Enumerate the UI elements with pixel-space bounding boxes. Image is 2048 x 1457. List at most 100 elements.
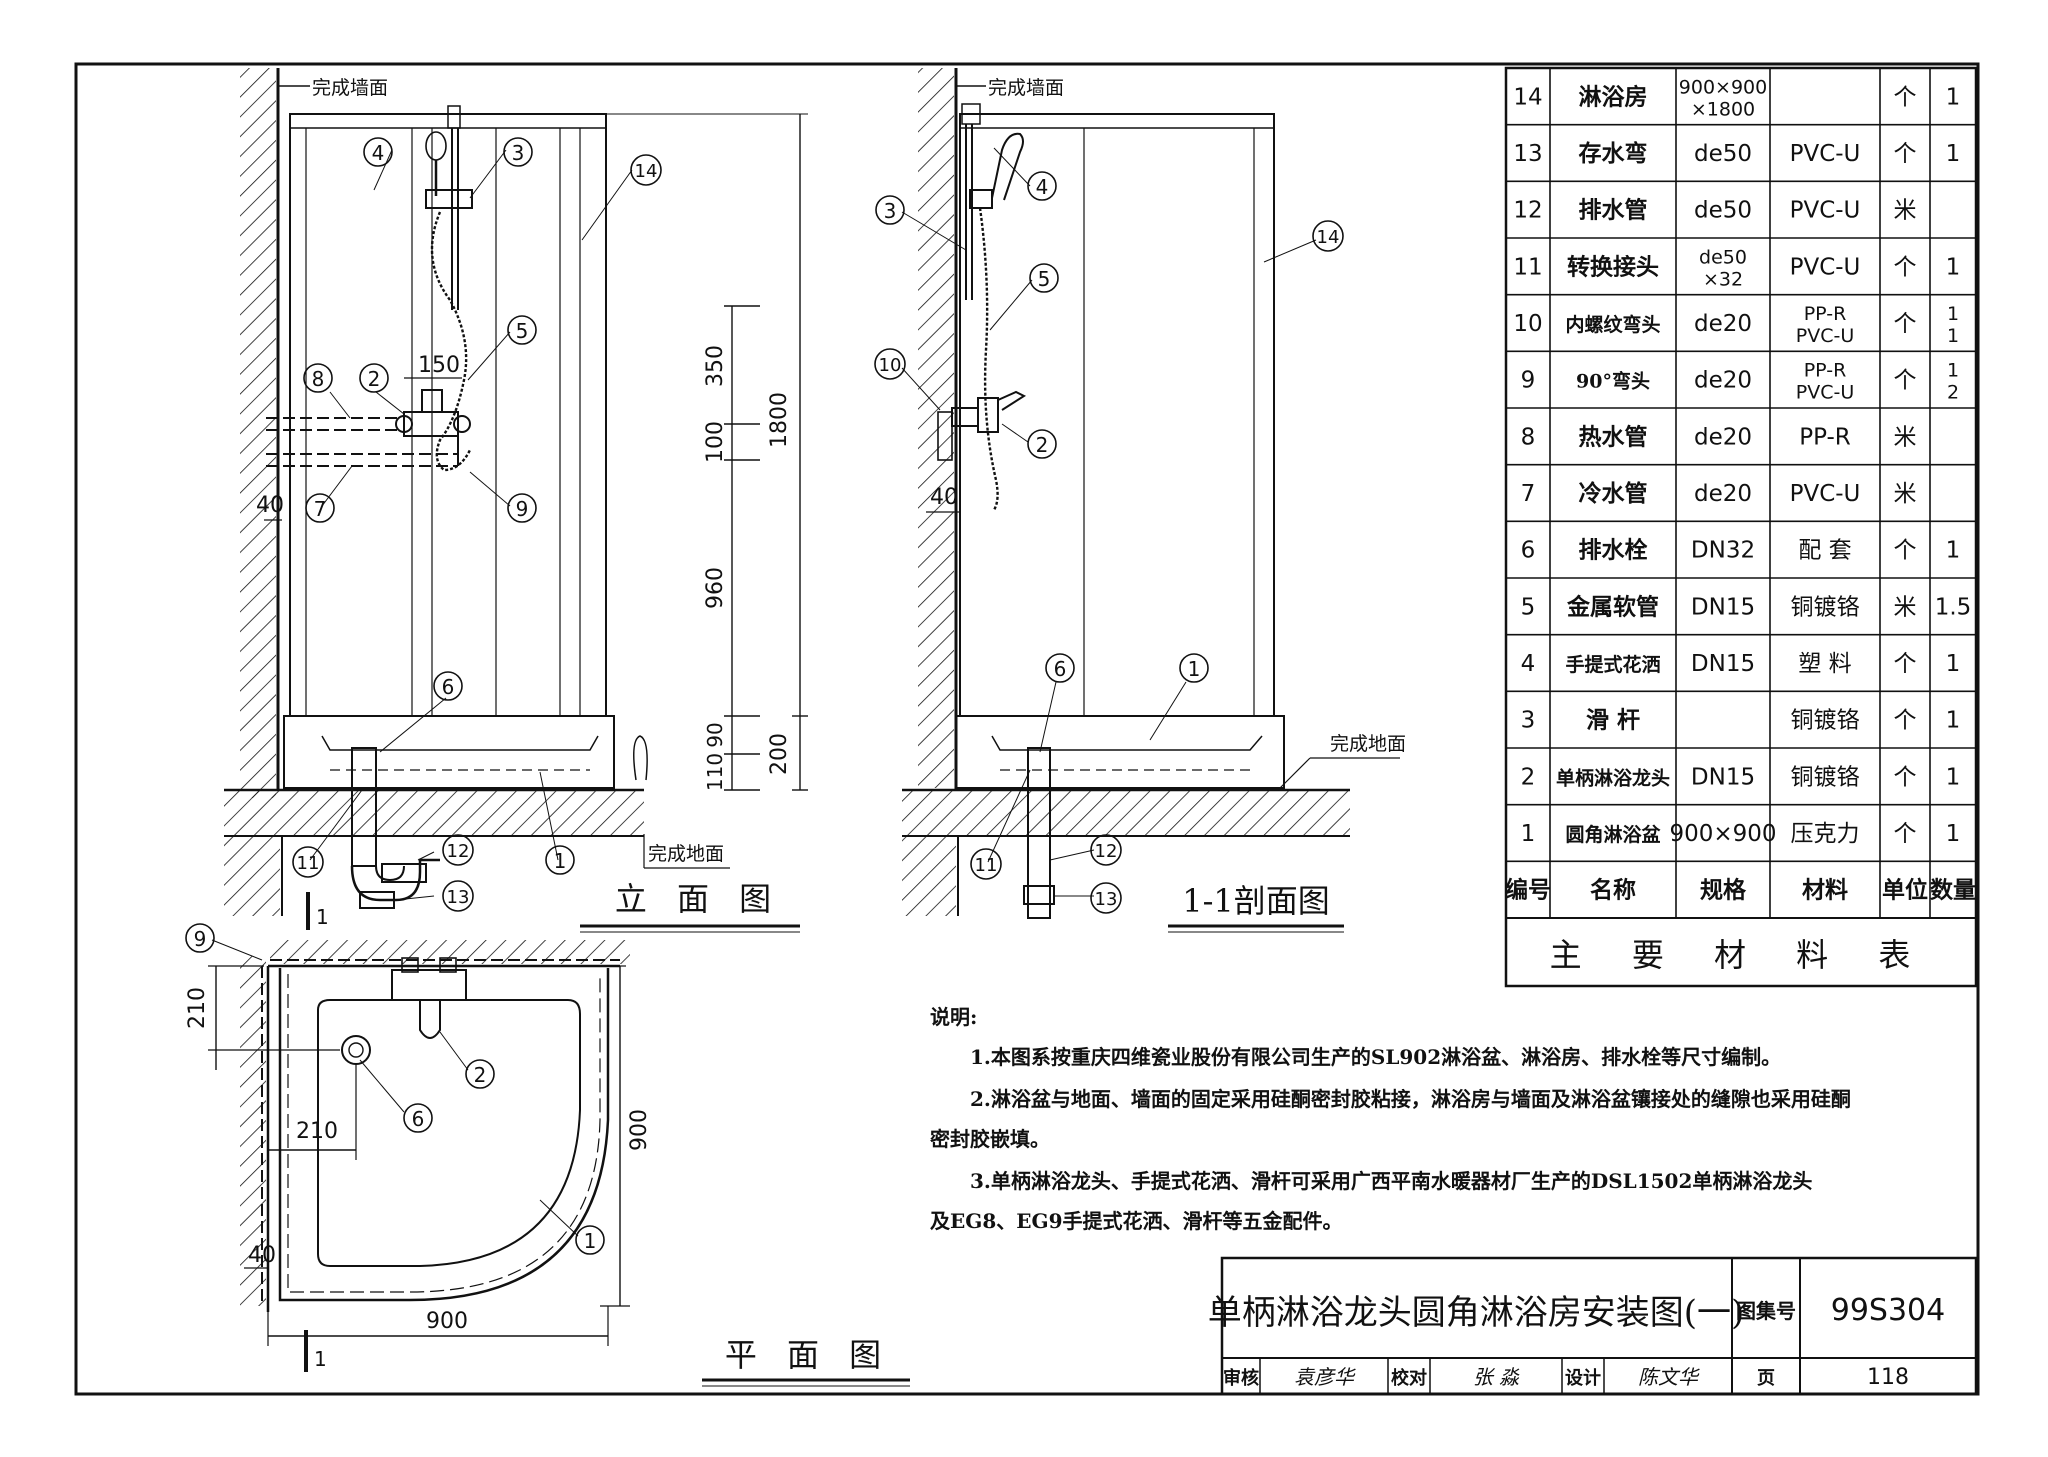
table-cell-r7-c3: PVC-U xyxy=(1790,481,1861,507)
dim-900-horizontal: 900 xyxy=(426,1309,468,1334)
table-header-cell: 规格 xyxy=(1700,877,1747,904)
table-cell-r5-c5: 2 xyxy=(1947,382,1959,404)
svg-text:10: 10 xyxy=(879,355,902,376)
table-cell-r0-c2: 900×900 xyxy=(1679,76,1767,98)
table-cell-r4-c1: 内螺纹弯头 xyxy=(1565,313,1660,336)
table-cell-r13-c0: 1 xyxy=(1521,821,1536,847)
table-cell-r6-c4: 米 xyxy=(1894,424,1917,450)
callout-12-elev: 12 xyxy=(442,834,474,866)
dim-1800: 1800 xyxy=(767,392,792,448)
table-cell-r1-c2: de50 xyxy=(1694,141,1752,167)
table-cell-r4-c3: PVC-U xyxy=(1796,325,1854,347)
note-2a: 2.淋浴盆与地面、墙面的固定采用硅酮密封胶粘接，淋浴房与墙面及淋浴盆镶接处的缝隙… xyxy=(970,1087,1851,1111)
table-cell-r9-c5: 1.5 xyxy=(1935,594,1972,620)
table-cell-r11-c3: 铜镀铬 xyxy=(1791,708,1860,734)
table-cell-r10-c5: 1 xyxy=(1946,651,1961,677)
page-number: 118 xyxy=(1867,1365,1909,1390)
finished-floor-label-sec: 完成地面 xyxy=(1330,733,1406,755)
dim-90: 90 xyxy=(703,722,727,747)
table-cell-r10-c1: 手提式花洒 xyxy=(1565,653,1660,676)
table-cell-r5-c5: 1 xyxy=(1947,360,1959,382)
dim-150: 150 xyxy=(418,353,460,378)
svg-text:11: 11 xyxy=(297,853,320,874)
table-cell-r12-c4: 个 xyxy=(1894,764,1917,790)
table-cell-r12-c5: 1 xyxy=(1946,764,1961,790)
svg-text:12: 12 xyxy=(1095,841,1118,862)
callout-9-plan: 9 xyxy=(185,923,215,953)
svg-text:1: 1 xyxy=(1188,657,1201,681)
callout-2-elev: 2 xyxy=(359,363,389,393)
callout-9-elev: 9 xyxy=(507,493,537,523)
svg-text:13: 13 xyxy=(447,887,470,908)
table-cell-r4-c2: de20 xyxy=(1694,311,1752,337)
svg-text:4: 4 xyxy=(1036,175,1049,199)
svg-text:14: 14 xyxy=(635,161,658,182)
callout-2-sec: 2 xyxy=(1027,429,1057,459)
sheet-border xyxy=(74,62,1980,1396)
callout-3-elev: 3 xyxy=(503,137,533,167)
table-cell-r7-c0: 7 xyxy=(1521,481,1536,507)
callout-6-sec: 6 xyxy=(1045,653,1075,683)
callout-13-sec: 13 xyxy=(1090,882,1122,914)
svg-text:4: 4 xyxy=(372,141,385,165)
material-table-title: 主 要 材 料 表 xyxy=(1550,936,1931,974)
plan-title: 平 面 图 xyxy=(725,1336,891,1374)
svg-text:2: 2 xyxy=(1036,433,1049,457)
check-label: 校对 xyxy=(1391,1367,1427,1389)
callout-4-sec: 4 xyxy=(1027,171,1057,201)
note-2b: 密封胶嵌填。 xyxy=(930,1127,1050,1151)
callout-13-elev: 13 xyxy=(442,880,474,912)
svg-text:1: 1 xyxy=(554,849,567,873)
callout-5-elev: 5 xyxy=(507,315,537,345)
table-cell-r6-c3: PP-R xyxy=(1799,424,1851,450)
table-cell-r3-c5: 1 xyxy=(1946,254,1961,280)
table-cell-r7-c1: 冷水管 xyxy=(1579,480,1648,507)
table-cell-r5-c2: de20 xyxy=(1694,368,1752,394)
svg-text:6: 6 xyxy=(1054,657,1067,681)
review-signature: 袁彦华 xyxy=(1294,1365,1356,1389)
table-cell-r0-c2: ×1800 xyxy=(1691,98,1755,120)
svg-text:7: 7 xyxy=(314,497,327,521)
section-mark-top: 1 xyxy=(316,905,329,929)
table-header-cell: 材料 xyxy=(1802,877,1848,904)
elevation-title: 立 面 图 xyxy=(615,880,781,918)
dim-110: 110 xyxy=(703,753,727,791)
finished-wall-label: 完成墙面 xyxy=(312,77,388,99)
review-label: 审核 xyxy=(1223,1367,1259,1389)
callout-11-elev: 11 xyxy=(292,846,324,878)
table-cell-r12-c0: 2 xyxy=(1521,764,1536,790)
dim-210-horizontal: 210 xyxy=(296,1119,338,1144)
table-cell-r12-c1: 单柄淋浴龙头 xyxy=(1556,766,1670,789)
notes-heading: 说明: xyxy=(930,1005,977,1029)
table-cell-r4-c5: 1 xyxy=(1947,303,1959,325)
table-cell-r13-c3: 压克力 xyxy=(1791,821,1860,847)
callout-6-elev: 6 xyxy=(433,671,463,701)
table-cell-r0-c0: 14 xyxy=(1513,84,1542,110)
svg-text:6: 6 xyxy=(412,1107,425,1131)
callout-12-sec: 12 xyxy=(1090,834,1122,866)
svg-text:3: 3 xyxy=(884,199,897,223)
table-header-cell: 单位 xyxy=(1882,877,1928,904)
title-block: 单柄淋浴龙头圆角淋浴房安装图(一) 图集号 99S304 审核 袁彦华 校对 张… xyxy=(1208,1256,1978,1396)
table-cell-r5-c0: 9 xyxy=(1521,368,1536,394)
table-cell-r2-c4: 米 xyxy=(1894,198,1917,224)
table-cell-r3-c2: ×32 xyxy=(1703,268,1743,290)
table-cell-r1-c0: 13 xyxy=(1513,141,1542,167)
table-cell-r4-c5: 1 xyxy=(1947,325,1959,347)
page-label: 页 xyxy=(1757,1368,1775,1389)
note-1: 1.本图系按重庆四维瓷业股份有限公司生产的SL902淋浴盆、淋浴房、排水栓等尺寸… xyxy=(970,1045,1781,1069)
callout-1-sec: 1 xyxy=(1179,653,1209,683)
table-header-cell: 名称 xyxy=(1590,877,1636,904)
table-cell-r13-c1: 圆角淋浴盆 xyxy=(1565,823,1661,846)
dim-900-vertical: 900 xyxy=(627,1109,652,1151)
table-cell-r0-c4: 个 xyxy=(1894,84,1917,110)
table-cell-r11-c4: 个 xyxy=(1894,708,1917,734)
atlas-number: 99S304 xyxy=(1831,1293,1945,1328)
svg-text:5: 5 xyxy=(1038,267,1051,291)
callout-10-sec: 10 xyxy=(874,348,906,380)
table-cell-r5-c1: 90°弯头 xyxy=(1576,370,1650,393)
table-cell-r5-c4: 个 xyxy=(1894,368,1917,394)
notes: 说明: 1.本图系按重庆四维瓷业股份有限公司生产的SL902淋浴盆、淋浴房、排水… xyxy=(930,1005,1851,1233)
table-cell-r10-c2: DN15 xyxy=(1691,651,1755,677)
table-cell-r12-c3: 铜镀铬 xyxy=(1791,764,1860,790)
